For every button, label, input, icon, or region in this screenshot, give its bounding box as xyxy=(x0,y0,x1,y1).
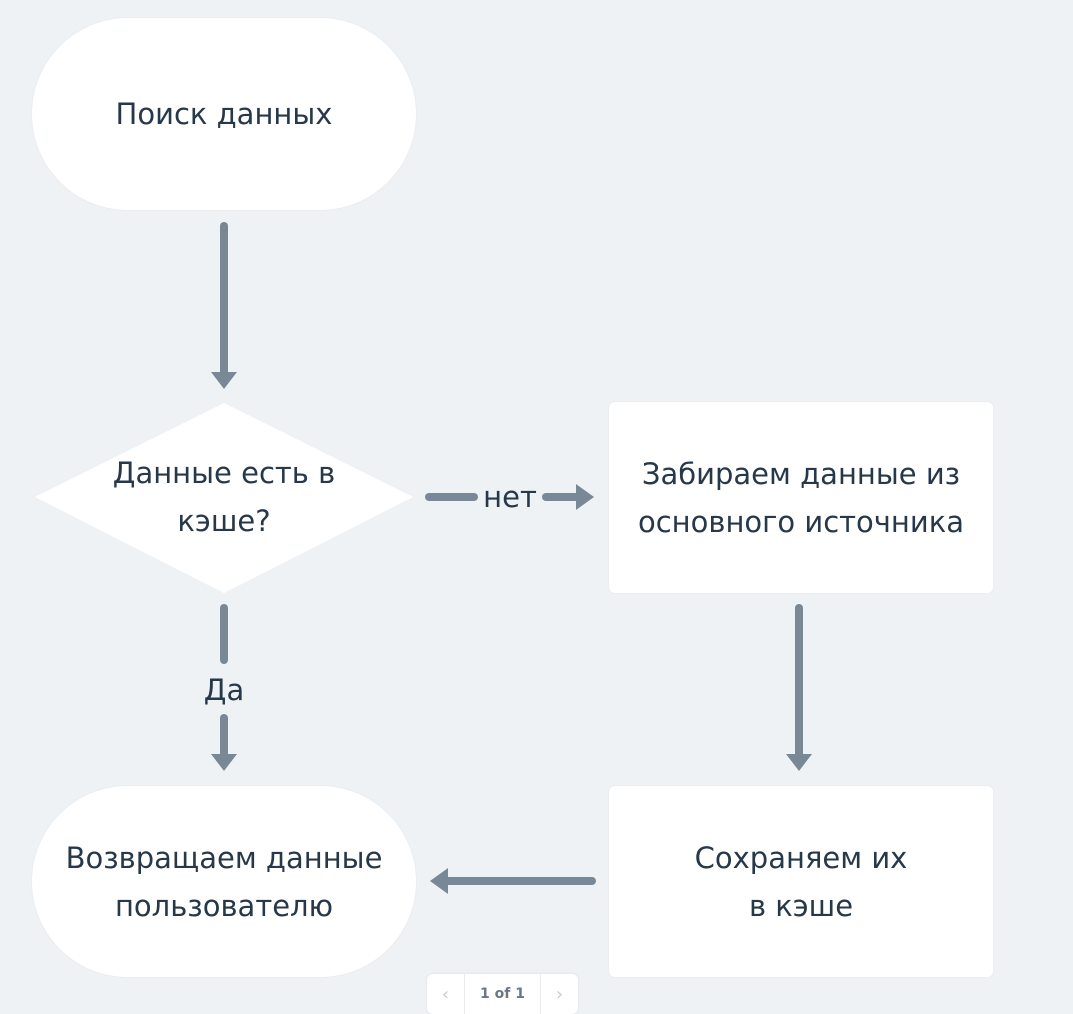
pagination: ‹ 1 of 1 › xyxy=(427,974,578,1014)
fetch-node-label: Забираем данные из основного источника xyxy=(637,456,965,539)
edge-label-no: нет xyxy=(479,480,541,514)
return-node[interactable]: Возвращаем данные пользователю xyxy=(32,786,416,977)
start-node-label: Поиск данных xyxy=(115,97,333,131)
arrowhead xyxy=(211,372,237,389)
arrowhead xyxy=(786,754,812,771)
next-page-button[interactable]: › xyxy=(555,983,564,1005)
decision-node[interactable]: Данные есть в кэше? xyxy=(90,440,358,554)
page-indicator: 1 of 1 xyxy=(464,974,541,1014)
start-node[interactable]: Поиск данных xyxy=(32,18,416,210)
return-node-label: Возвращаем данные пользователю xyxy=(65,840,383,923)
prev-page-button[interactable]: ‹ xyxy=(441,983,450,1005)
fetch-node[interactable]: Забираем данные из основного источника xyxy=(609,402,993,593)
decision-node-label: Данные есть в кэше? xyxy=(112,456,336,538)
save-node-label: Сохраняем их в кэше xyxy=(694,840,908,923)
arrowhead xyxy=(576,484,594,510)
arrowhead xyxy=(211,754,237,771)
edge-label-yes: Да xyxy=(199,673,249,707)
arrowhead xyxy=(430,868,448,894)
save-node[interactable]: Сохраняем их в кэше xyxy=(609,786,993,977)
